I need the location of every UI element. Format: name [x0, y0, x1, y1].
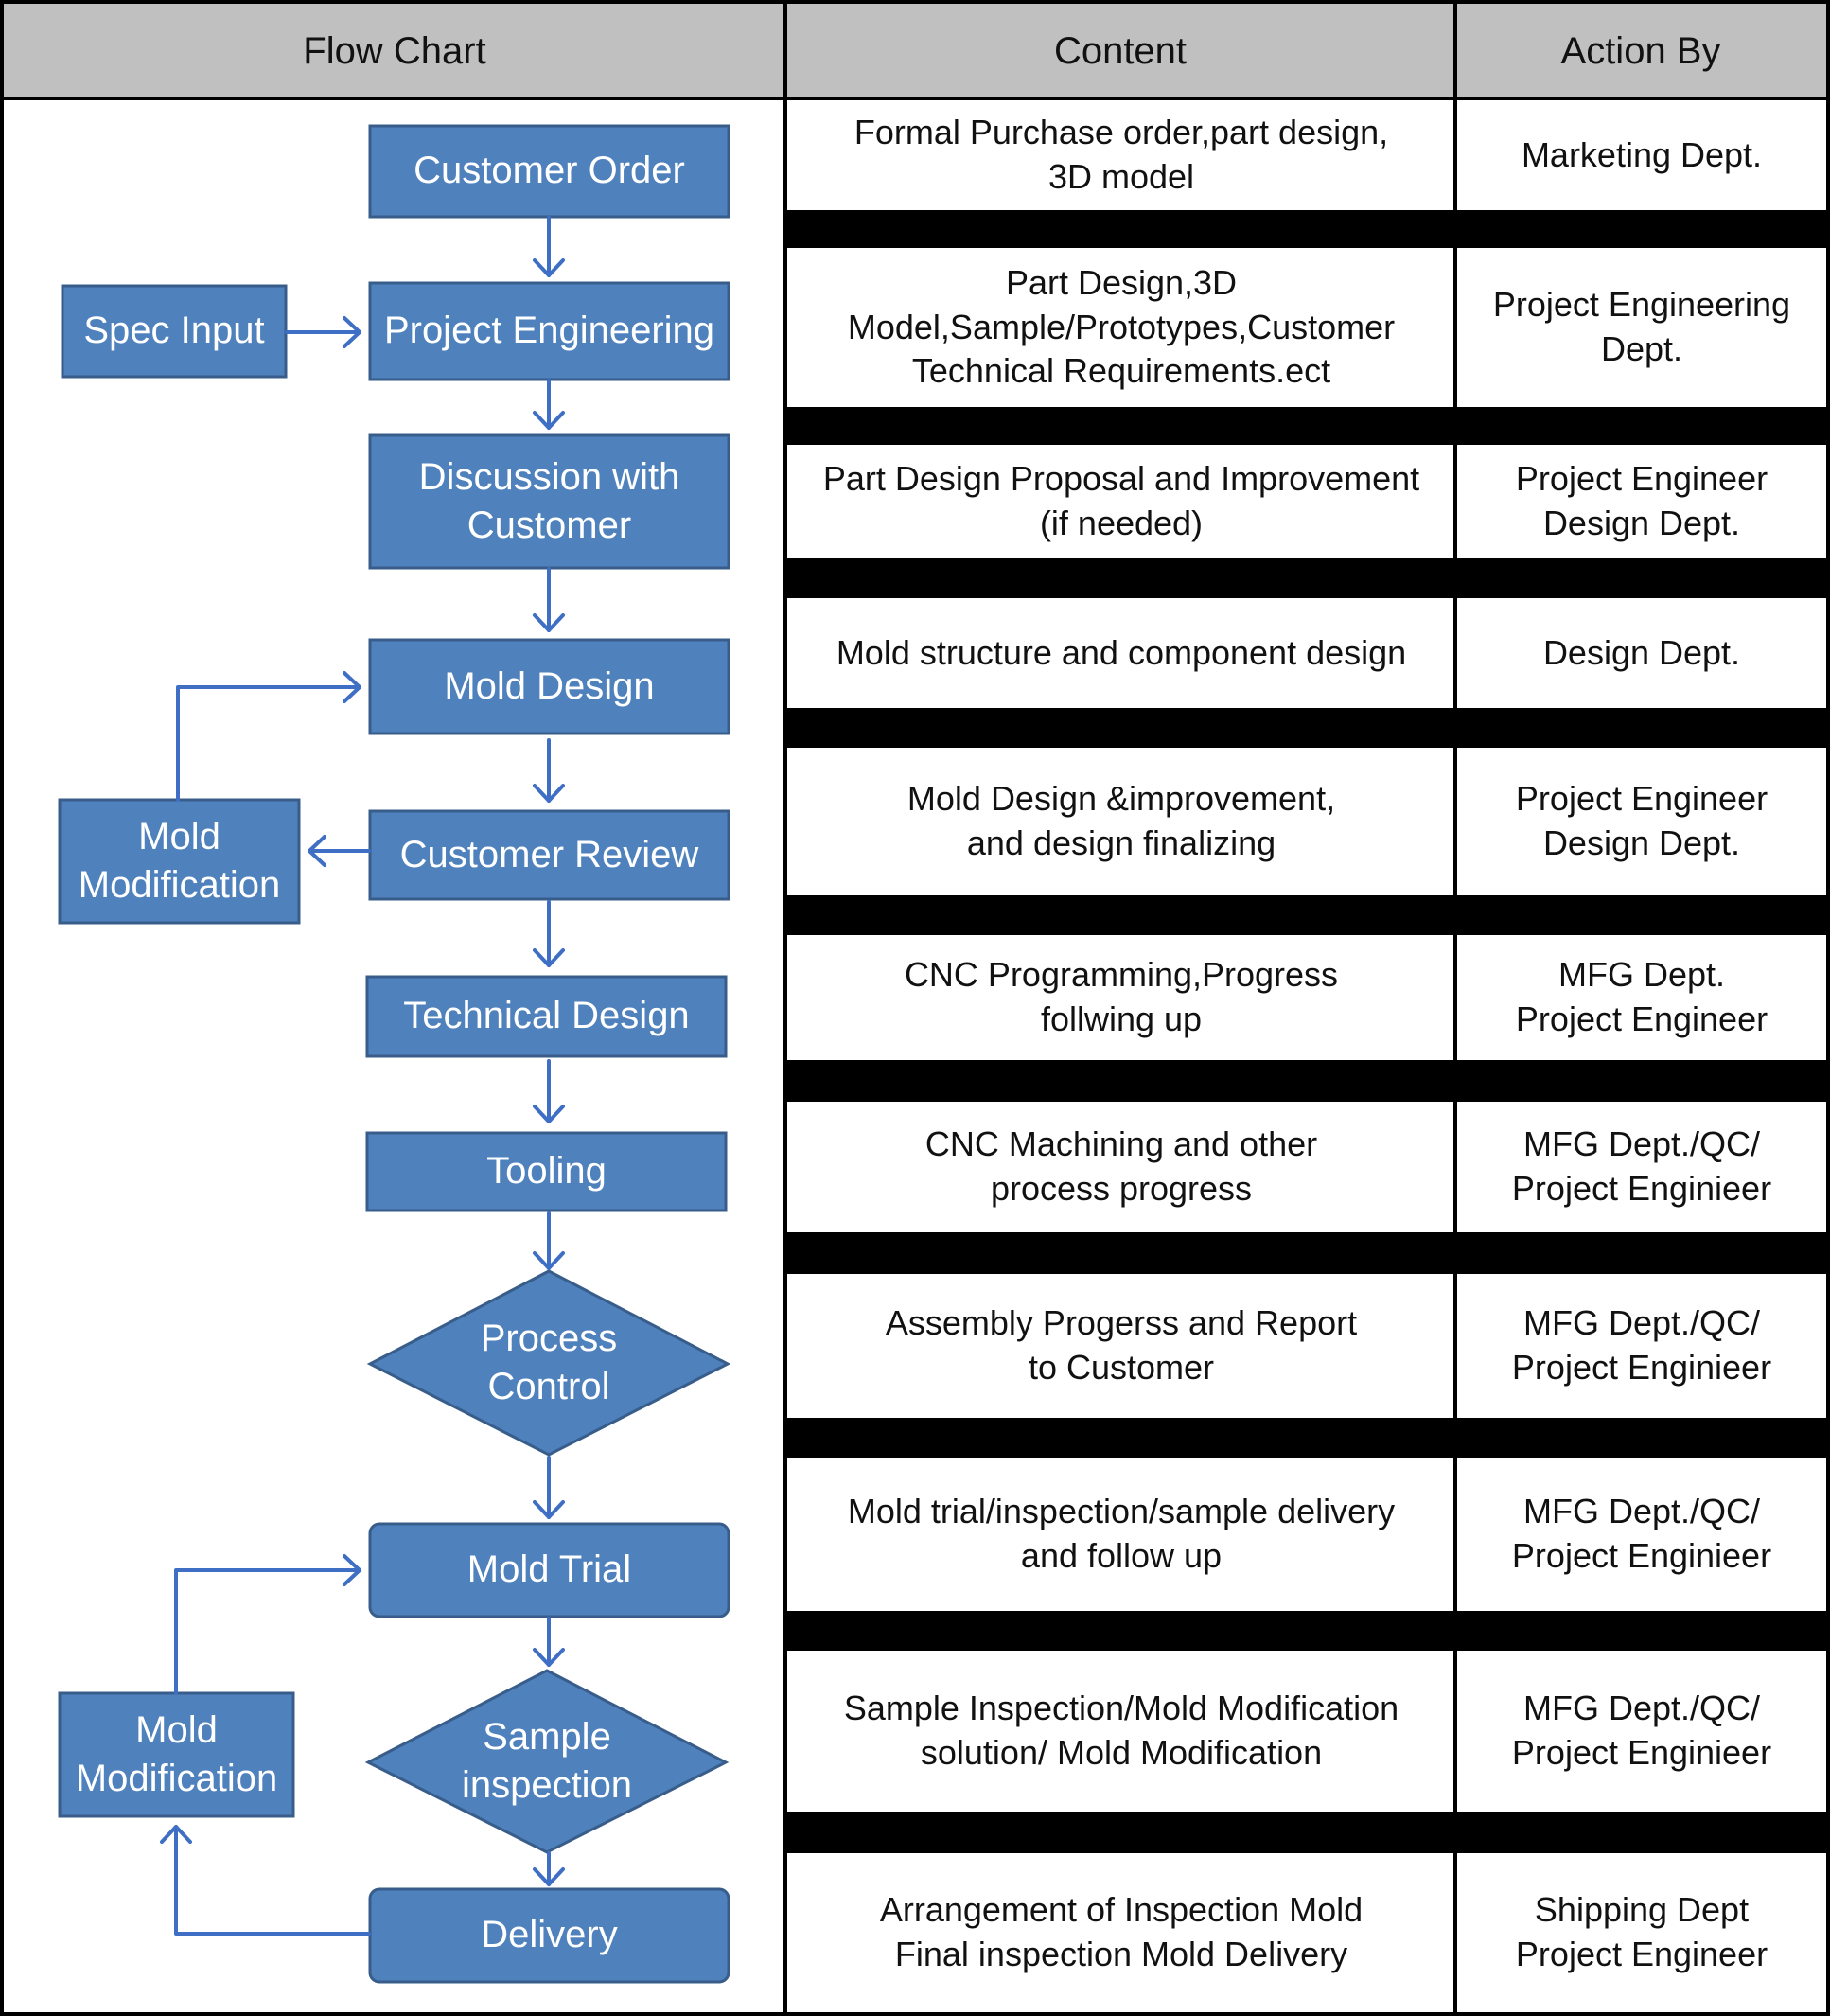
arrowhead	[533, 1500, 565, 1519]
arrowhead	[533, 784, 565, 803]
mold-modification-box	[58, 798, 301, 925]
technical-design-box	[365, 975, 728, 1058]
customer-order-box	[368, 124, 730, 219]
tooling-box	[365, 1131, 728, 1212]
row-separator	[785, 1611, 1828, 1651]
row-separator	[785, 1060, 1828, 1102]
row-separator	[785, 708, 1828, 748]
arrowhead	[343, 671, 361, 703]
arrowhead	[533, 1648, 565, 1667]
arrowhead	[533, 258, 565, 277]
arrowhead	[533, 411, 565, 430]
connector-arrow	[176, 685, 361, 802]
arrowhead	[160, 1825, 192, 1844]
row-separator	[785, 1232, 1828, 1274]
connector-arrow	[174, 1825, 371, 1936]
arrowhead	[533, 1867, 565, 1886]
project-engineering-box	[368, 281, 730, 381]
connector-arrow	[174, 1568, 361, 1695]
row-separator	[785, 210, 1828, 248]
delivery-box	[368, 1887, 730, 1984]
mold-modification-box	[58, 1691, 295, 1818]
customer-review-box	[368, 809, 730, 901]
discussion-box	[368, 433, 730, 570]
table-header-bg	[4, 4, 1826, 98]
row-separator	[785, 558, 1828, 598]
arrowhead	[533, 1105, 565, 1123]
row-separator	[785, 407, 1828, 445]
arrowhead	[533, 613, 565, 632]
row-separator	[785, 1418, 1828, 1458]
arrowhead	[308, 835, 326, 867]
row-separator	[785, 1812, 1828, 1853]
arrowhead	[343, 316, 361, 348]
mold-design-box	[368, 638, 730, 735]
row-separator	[785, 895, 1828, 935]
arrowhead	[533, 1251, 565, 1270]
spec-input-box	[61, 284, 288, 379]
arrowhead	[533, 948, 565, 967]
arrowhead	[343, 1554, 361, 1586]
sample-inspection-diamond	[364, 1669, 730, 1854]
mold-trial-box	[368, 1522, 730, 1618]
process-control-diamond	[366, 1269, 731, 1457]
